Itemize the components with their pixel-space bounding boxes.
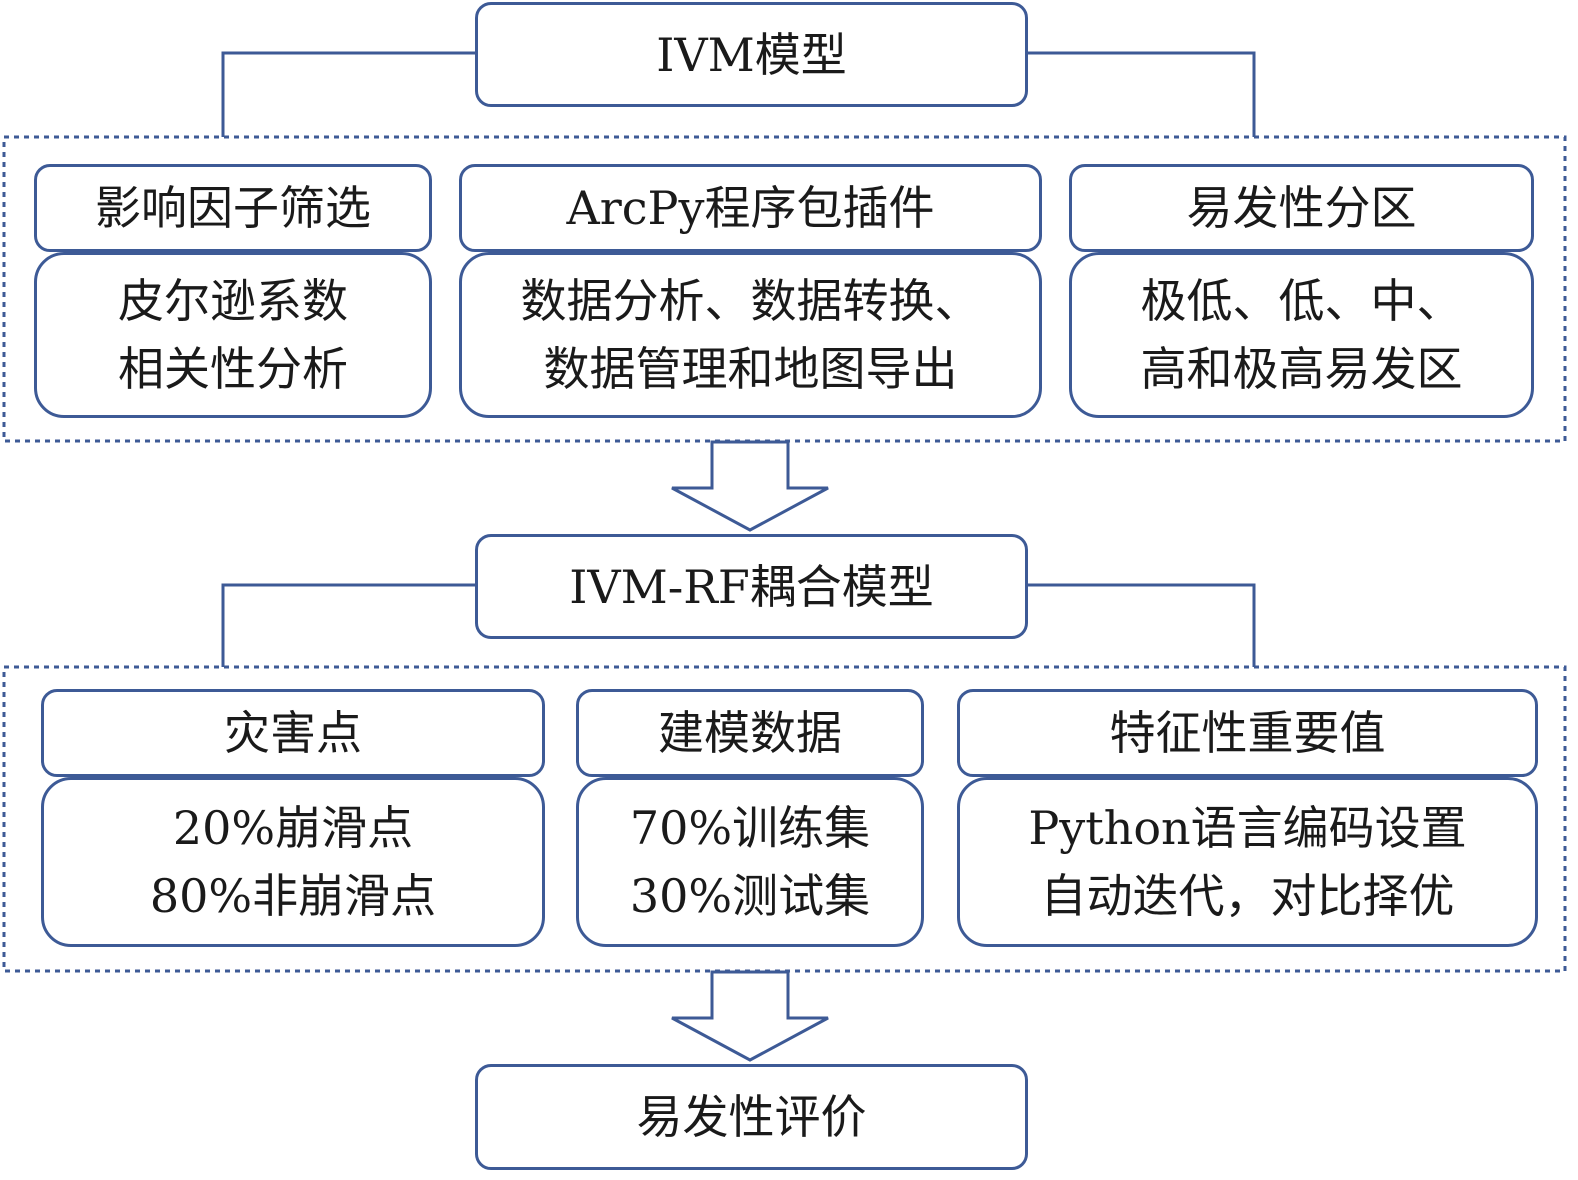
ivm-rf-model-box: IVM-RF耦合模型: [475, 534, 1028, 639]
ivm-rf-col3-body: Python语言编码设置 自动迭代，对比择优: [957, 777, 1538, 947]
hazard-points-label: 灾害点: [224, 706, 362, 760]
ivm-col2-body: 数据分析、数据转换、 数据管理和地图导出: [459, 252, 1042, 418]
ivm-bracket-right: [1028, 51, 1256, 137]
ivm-col3-line1: 极低、低、中、: [1140, 274, 1463, 328]
ivm-col2-line2: 数据管理和地图导出: [543, 342, 958, 396]
ivm-col3-header: 易发性分区: [1069, 164, 1534, 252]
ivm-rf-col3-line2: 自动迭代，对比择优: [1040, 869, 1455, 923]
ivm-rf-col2-line2: 30%测试集: [629, 869, 871, 923]
ivm-col1-line2: 相关性分析: [118, 342, 348, 396]
ivm-bracket-left: [221, 51, 475, 137]
down-arrow-1: [671, 440, 829, 532]
ivm-rf-col1-line1: 20%崩滑点: [172, 801, 414, 855]
ivm-rf-col2-header: 建模数据: [576, 689, 924, 777]
ivm-group-frame: [2, 135, 1567, 443]
ivm-rf-model-title: IVM-RF耦合模型: [569, 559, 934, 614]
ivm-model-box: IVM模型: [475, 2, 1028, 107]
ivm-rf-bracket-left: [221, 583, 475, 667]
ivm-model-title: IVM模型: [656, 27, 847, 82]
ivm-rf-col1-line2: 80%非崩滑点: [149, 869, 437, 923]
arcpy-plugin-label: ArcPy程序包插件: [566, 181, 935, 235]
ivm-col1-line1: 皮尔逊系数: [118, 274, 348, 328]
ivm-col3-line2: 高和极高易发区: [1140, 342, 1463, 396]
ivm-rf-col1-header: 灾害点: [41, 689, 545, 777]
factor-screening-label: 影响因子筛选: [95, 181, 371, 235]
feature-importance-label: 特征性重要值: [1109, 706, 1386, 760]
ivm-rf-group-frame: [2, 665, 1567, 973]
ivm-rf-col3-header: 特征性重要值: [957, 689, 1538, 777]
down-arrow-2: [671, 970, 829, 1062]
ivm-rf-col3-line1: Python语言编码设置: [1028, 801, 1467, 855]
susceptibility-evaluation-box: 易发性评价: [475, 1064, 1028, 1170]
susceptibility-evaluation-title: 易发性评价: [636, 1090, 867, 1144]
ivm-rf-bracket-right: [1028, 583, 1256, 667]
ivm-rf-col1-body: 20%崩滑点 80%非崩滑点: [41, 777, 545, 947]
ivm-col2-header: ArcPy程序包插件: [459, 164, 1042, 252]
ivm-col1-header: 影响因子筛选: [34, 164, 432, 252]
ivm-col1-body: 皮尔逊系数 相关性分析: [34, 252, 432, 418]
ivm-col2-line1: 数据分析、数据转换、: [520, 274, 981, 328]
susceptibility-zoning-label: 易发性分区: [1186, 181, 1417, 235]
modeling-data-label: 建模数据: [658, 706, 842, 760]
ivm-rf-col2-line1: 70%训练集: [629, 801, 871, 855]
ivm-rf-col2-body: 70%训练集 30%测试集: [576, 777, 924, 947]
ivm-col3-body: 极低、低、中、 高和极高易发区: [1069, 252, 1534, 418]
